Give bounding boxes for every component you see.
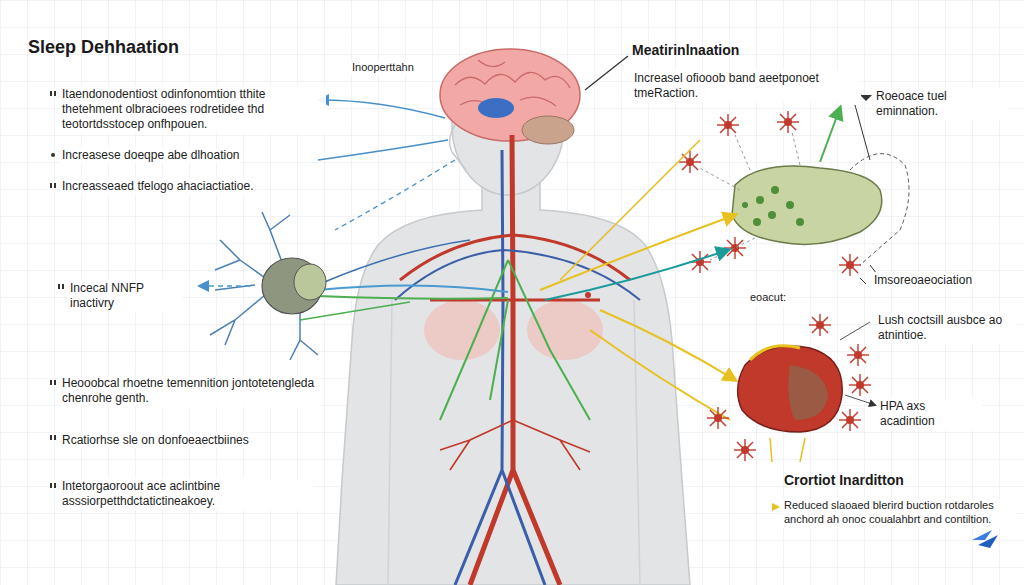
note-text: Increasel ofiooob band aeetponoet tmeRac…	[632, 70, 861, 102]
note-text: Reduced slaoaed blerird buction rotdarol…	[782, 498, 1016, 528]
small-label: eoacut:	[748, 290, 788, 306]
bullet-text: Heooobcal rhoetne temennition jontoteten…	[60, 375, 319, 407]
logo	[972, 530, 998, 548]
organ-label: Lush coctsill ausbce ao atnintioe.	[876, 312, 1015, 344]
organ-label: Roeoace tuel eminnation.	[874, 88, 1008, 120]
organ-label: Imsoreoaeociation	[872, 272, 974, 289]
nerve-label: Incecal NNFP inactivry	[68, 280, 182, 312]
section-heading: Crortiot Inarditton	[784, 472, 904, 490]
diagram-title: Sleep Dehhaation	[28, 36, 179, 59]
bullet-text: Increasseaed tfelogo ahaciactiatioe.	[60, 178, 255, 195]
bullet-text: Increasese doeqpe abe dlhoation	[60, 147, 241, 164]
note-text: Itaendonodentiost odinfonomtion tthite t…	[60, 86, 326, 133]
region-label: Inooperttahn	[350, 60, 416, 76]
section-heading: Meatirinlnaation	[632, 42, 739, 60]
bullet-text: Intetorgaoroout ace aclintbine asssiorpe…	[60, 478, 314, 510]
bullet-text: Rcatiorhse sle on donfoeaectbiines	[60, 432, 251, 449]
organ-label: HPA axs acadintion	[878, 398, 982, 430]
